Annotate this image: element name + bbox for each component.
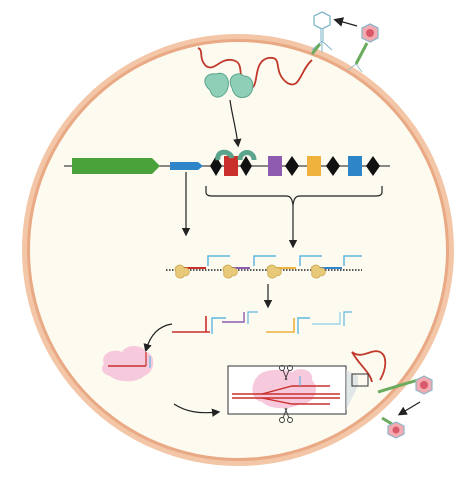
acquisition-arrow <box>229 99 242 148</box>
phage-dna <box>351 350 387 383</box>
repeat <box>240 156 252 176</box>
crrna <box>172 316 210 333</box>
phage-icon <box>311 11 333 52</box>
crrna <box>312 312 341 325</box>
mature-crrnas <box>172 311 352 334</box>
cas9-complex-icon <box>102 346 154 382</box>
phage-icon <box>377 375 433 395</box>
repeat <box>366 156 380 176</box>
targeting-arrow <box>173 403 221 417</box>
scissors-icon <box>279 365 293 381</box>
spacer <box>307 156 321 176</box>
phage-arrow <box>333 17 358 27</box>
scissors-icon <box>279 407 293 423</box>
phage-arrow <box>397 401 421 416</box>
repeat <box>210 156 222 176</box>
phage-icon <box>310 43 322 55</box>
cleavage-zoom-box <box>227 365 358 423</box>
spacer <box>268 156 282 176</box>
zoom-source-box <box>351 373 369 387</box>
rnase-icon <box>174 264 326 279</box>
cas9-icon <box>237 150 257 161</box>
spacer <box>348 156 362 176</box>
cas-gene <box>72 158 160 174</box>
spacer-new <box>224 156 238 176</box>
cas9-icon <box>204 72 254 99</box>
pre-crrna <box>166 255 362 279</box>
tracrrna-gene <box>170 162 203 170</box>
phage-icon <box>347 23 379 73</box>
crrna <box>266 318 295 333</box>
loading-arrow <box>143 323 173 353</box>
crrna <box>222 312 245 323</box>
phage-icon <box>381 416 405 439</box>
repeat <box>326 156 340 176</box>
crispr-locus <box>64 149 390 176</box>
cas9-icon <box>215 149 235 161</box>
repeat <box>285 156 299 176</box>
